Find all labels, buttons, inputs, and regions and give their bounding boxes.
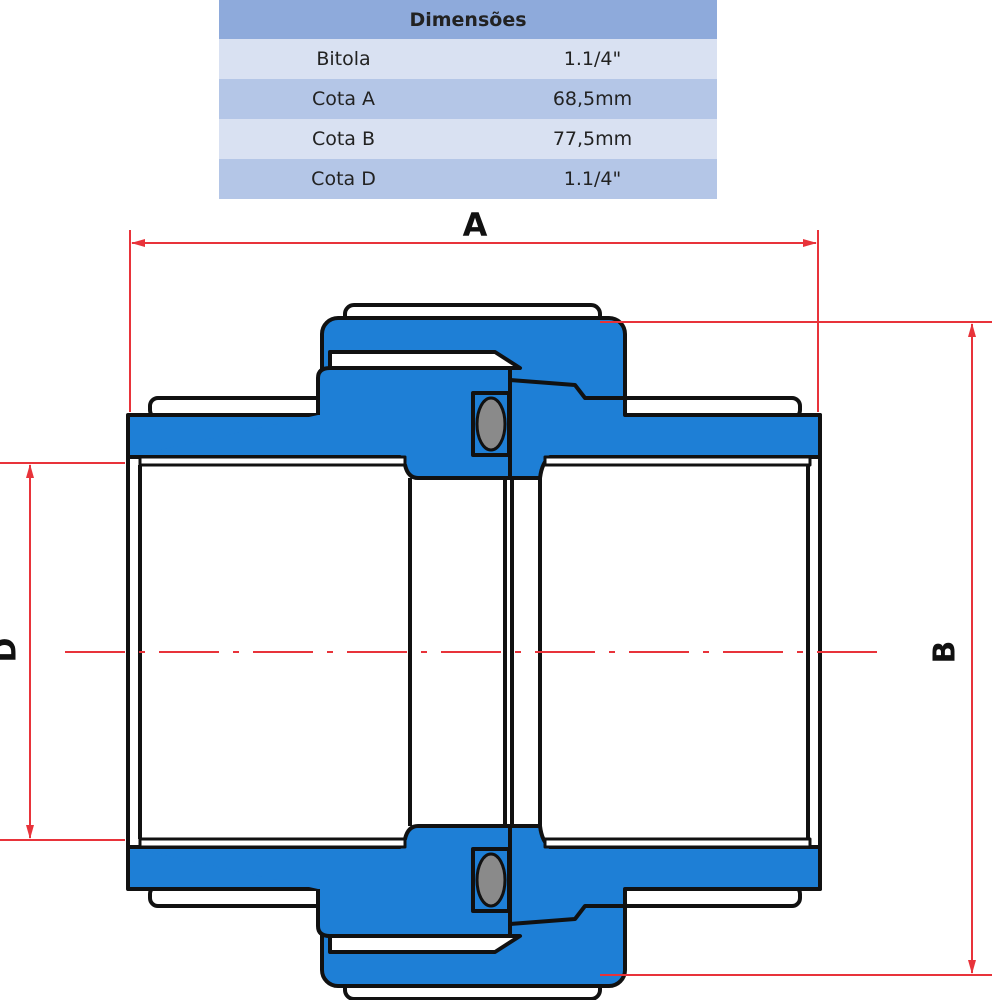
row-value: 1.1/4" <box>468 159 717 199</box>
row-value: 77,5mm <box>468 119 717 159</box>
row-label: Cota B <box>219 119 468 159</box>
fitting-bottom-half <box>126 824 822 1000</box>
row-label: Cota D <box>219 159 468 199</box>
row-value: 68,5mm <box>468 79 717 119</box>
dimension-lines <box>0 230 992 976</box>
table-header: Dimensões <box>219 0 717 39</box>
row-value: 1.1/4" <box>468 39 717 79</box>
row-label: Bitola <box>219 39 468 79</box>
union-fitting-diagram: A B D <box>0 206 992 1000</box>
dimension-label-b: B <box>928 641 963 664</box>
fitting-top-half <box>126 303 822 480</box>
row-label: Cota A <box>219 79 468 119</box>
dimension-label-a: A <box>463 206 488 244</box>
dimension-label-d: D <box>0 638 24 663</box>
